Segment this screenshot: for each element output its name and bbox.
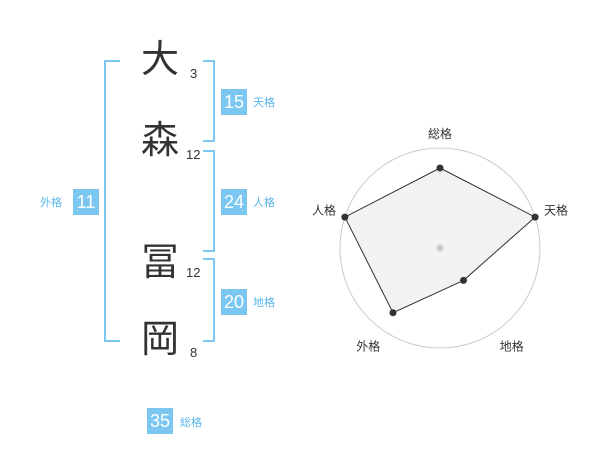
gaikaku-value-badge: 11 bbox=[73, 189, 99, 215]
tenkaku-bracket bbox=[203, 60, 215, 142]
radar-axis-label: 天格 bbox=[544, 202, 568, 217]
radar-axis-label: 総格 bbox=[428, 126, 452, 141]
chikaku-label: 地格 bbox=[253, 296, 275, 309]
jinkaku-value-badge: 24 bbox=[221, 189, 247, 215]
tenkaku-label: 天格 bbox=[253, 96, 275, 109]
gaikaku-label: 外格 bbox=[40, 196, 62, 209]
radar-point bbox=[436, 164, 444, 172]
radar-data-polygon bbox=[344, 167, 536, 314]
jinkaku-bracket bbox=[203, 150, 215, 252]
radar-point bbox=[531, 213, 539, 221]
stroke-count-2: 12 bbox=[186, 147, 201, 162]
radar-axis-label: 外格 bbox=[356, 339, 380, 354]
chikaku-bracket bbox=[203, 258, 215, 342]
radar-axis-label: 地格 bbox=[500, 339, 524, 354]
tenkaku-value-badge: 15 bbox=[221, 89, 247, 115]
radar-point bbox=[341, 213, 349, 221]
stroke-count-3: 12 bbox=[186, 265, 201, 280]
radar-axis-label: 人格 bbox=[312, 202, 336, 217]
soukaku-label: 総格 bbox=[180, 416, 202, 429]
radar-points bbox=[341, 164, 539, 317]
soukaku-value-badge: 35 bbox=[147, 408, 173, 434]
name-char-1: 大 bbox=[140, 37, 179, 81]
name-char-4: 岡 bbox=[140, 317, 179, 361]
name-char-2: 森 bbox=[140, 118, 179, 162]
jinkaku-label: 人格 bbox=[253, 196, 275, 209]
stroke-count-1: 3 bbox=[190, 66, 198, 81]
chikaku-value-badge: 20 bbox=[221, 289, 247, 315]
radar-center-dot bbox=[436, 244, 444, 252]
gaikaku-bracket bbox=[104, 60, 120, 342]
radar-point bbox=[460, 276, 468, 284]
stroke-count-4: 8 bbox=[190, 345, 198, 360]
radar-point bbox=[389, 309, 397, 317]
name-char-3: 冨 bbox=[140, 240, 179, 284]
